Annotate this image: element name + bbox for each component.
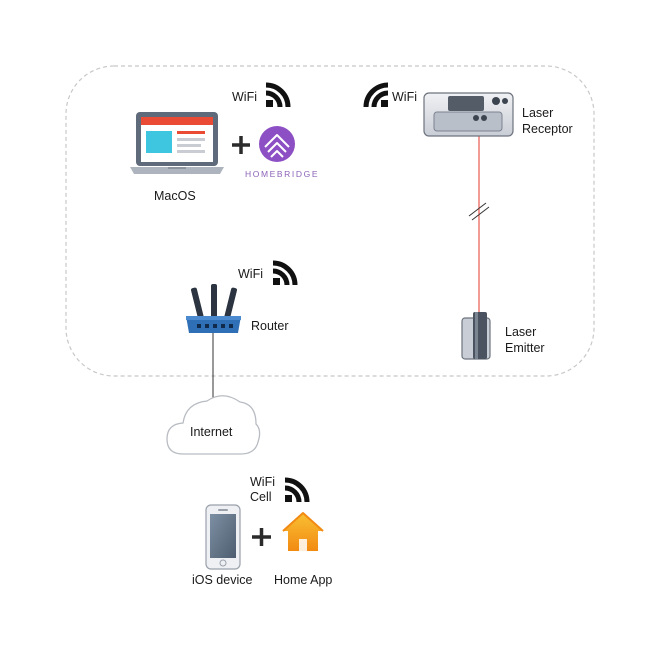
ios-cell-label: Cell bbox=[250, 490, 272, 504]
router-wifi-label: WiFi bbox=[238, 267, 263, 281]
laser-receptor-label-line1: Laser bbox=[522, 106, 554, 120]
wifi-signal-icon bbox=[284, 477, 310, 503]
macos-wifi-label: WiFi bbox=[232, 90, 257, 104]
laser-receptor-icon bbox=[423, 92, 514, 137]
router-icon bbox=[186, 284, 241, 333]
wifi-signal-icon bbox=[363, 82, 389, 108]
smartphone-icon bbox=[205, 504, 241, 570]
homebridge-logo-icon bbox=[259, 126, 295, 162]
receptor-wifi-label: WiFi bbox=[392, 90, 417, 104]
ios-wifi-label: WiFi bbox=[250, 475, 275, 489]
wifi-signal-icon bbox=[265, 82, 291, 108]
router-label: Router bbox=[251, 319, 289, 333]
home-app-icon bbox=[282, 512, 324, 551]
beam-break-mark bbox=[468, 202, 490, 221]
cloud-icon bbox=[166, 395, 261, 455]
plus-icon bbox=[252, 528, 271, 546]
ios-device-label: iOS device bbox=[192, 573, 253, 587]
homebridge-brand-label: HOMEBRIDGE bbox=[245, 169, 320, 179]
plus-icon bbox=[232, 136, 250, 154]
laptop-icon bbox=[130, 112, 224, 174]
wifi-signal-icon bbox=[272, 260, 298, 286]
laser-emitter-label-line2: Emitter bbox=[505, 341, 545, 355]
laser-emitter-icon bbox=[461, 312, 491, 360]
internet-label: Internet bbox=[190, 425, 233, 439]
home-boundary bbox=[65, 65, 595, 377]
laser-emitter-label-line1: Laser bbox=[505, 325, 537, 339]
laser-receptor-label-line2: Receptor bbox=[522, 122, 573, 136]
home-app-label: Home App bbox=[274, 573, 333, 587]
macos-label: MacOS bbox=[154, 189, 196, 203]
